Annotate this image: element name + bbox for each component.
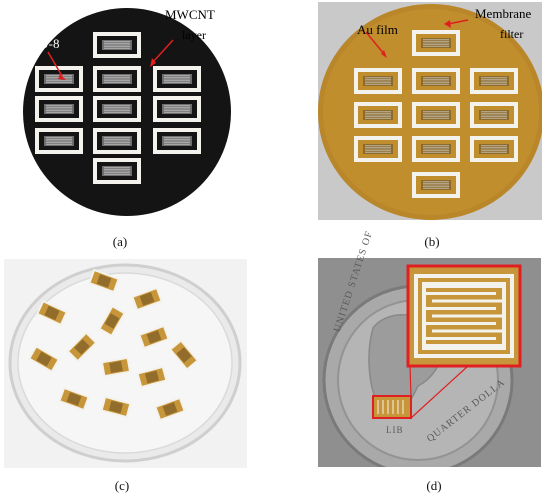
petri-dish-image <box>4 259 247 468</box>
sensor-frame <box>354 102 402 128</box>
sensor-frame <box>354 68 402 94</box>
su8-arrow <box>47 51 63 77</box>
sensor-frame <box>93 66 141 92</box>
membrane-arrow <box>447 19 469 25</box>
au-arrow <box>365 31 385 55</box>
sensor-chip <box>27 345 61 373</box>
sensor-frame <box>412 136 460 162</box>
caption-c: (c) <box>114 478 130 493</box>
sensor-frame <box>470 102 518 128</box>
sensor-frame <box>412 102 460 128</box>
sensor-frame <box>93 96 141 122</box>
sensor-chip <box>131 286 163 312</box>
sensor-chip <box>138 324 170 350</box>
panel-d-photo <box>318 258 541 467</box>
sensor-frame <box>35 96 83 122</box>
sensor-frame <box>470 136 518 162</box>
sensor-frame <box>93 128 141 154</box>
label-membrane-filter: filter <box>500 27 524 41</box>
wafer-image <box>0 0 260 228</box>
zoom-line-2 <box>410 365 469 419</box>
caption-b: (b) <box>424 234 440 249</box>
coin-text-lib: LIB <box>386 425 404 435</box>
sensor-chip <box>58 386 90 412</box>
sensor-chip <box>136 365 168 389</box>
sensor-chip <box>88 268 120 294</box>
sensor-frame <box>153 128 201 154</box>
sensor-frame <box>354 136 402 162</box>
chip-highlight-box <box>372 395 412 419</box>
sensor-frame <box>412 30 460 56</box>
sensor-chip <box>154 396 186 422</box>
sensor-frame <box>470 68 518 94</box>
membrane-image <box>318 2 542 220</box>
sensor-frame <box>93 158 141 184</box>
label-au-film: Au film <box>357 22 398 37</box>
mwcnt-arrow <box>152 39 174 63</box>
label-mwcnt: MWCNT <box>165 7 215 22</box>
caption-d: (d) <box>426 478 442 493</box>
label-su8: SU-8 <box>32 36 60 51</box>
sensor-frame <box>35 128 83 154</box>
sensor-frame <box>153 96 201 122</box>
sensor-frame <box>412 68 460 94</box>
sensor-chip <box>98 304 126 338</box>
label-membrane: Membrane <box>475 6 532 21</box>
sensor-chip <box>100 356 132 378</box>
label-mwcnt-layer: layer <box>182 28 206 42</box>
sensor-chip <box>35 299 69 327</box>
sensor-chip <box>100 395 132 419</box>
sensor-chip <box>168 339 200 371</box>
coin-image <box>318 258 541 467</box>
panel-c-photo <box>4 259 247 468</box>
panel-a-photo <box>0 0 260 228</box>
sensor-frame <box>93 32 141 58</box>
caption-a: (a) <box>112 234 128 249</box>
sensor-chip <box>66 331 98 363</box>
sensor-frame <box>412 172 460 198</box>
panel-b-photo <box>318 2 542 220</box>
sensor-frame <box>153 66 201 92</box>
zoom-line-1 <box>409 365 412 397</box>
